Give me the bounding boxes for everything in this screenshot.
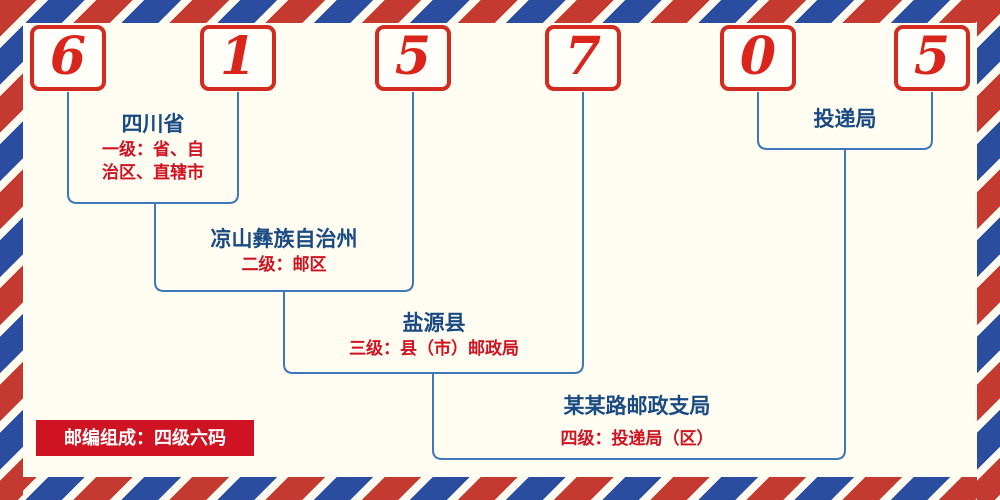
digit-4: 7: [564, 26, 602, 87]
level2-place-name: 凉山彝族自治州: [210, 228, 358, 251]
bracket-delivery-office: [757, 92, 933, 150]
bracket-level1: [67, 92, 239, 204]
level1-desc-line2: 治区、直辖市: [102, 163, 204, 182]
delivery-office-name: 投递局: [813, 108, 877, 131]
airmail-border-right: [977, 0, 1000, 500]
level3-desc: 三级：县（市）邮政局: [349, 339, 519, 358]
digit-1: 6: [49, 26, 87, 87]
level3-label: 盐源县 三级：县（市）邮政局: [349, 310, 519, 360]
digit-box-6: 5: [894, 25, 970, 91]
airmail-border-top: [0, 0, 1000, 23]
bracket-level4: [432, 149, 846, 460]
digit-box-3: 5: [375, 25, 451, 91]
digit-6: 5: [913, 26, 951, 87]
digit-3: 5: [394, 26, 432, 87]
composition-badge: 邮编组成：四级六码: [36, 420, 254, 456]
level4-desc: 四级：投递局（区）: [560, 429, 714, 448]
digit-5: 0: [739, 26, 777, 87]
digit-2: 1: [219, 26, 257, 87]
level1-desc-line1: 一级：省、自: [102, 140, 204, 159]
airmail-border-left: [0, 0, 23, 500]
digit-box-1: 6: [30, 25, 106, 91]
level2-label: 凉山彝族自治州 二级：邮区: [211, 226, 358, 276]
level4-label: 某某路邮政支局 四级：投递局（区）: [561, 393, 714, 450]
level1-place-name: 四川省: [121, 113, 185, 136]
level2-desc: 二级：邮区: [241, 255, 327, 274]
delivery-office-label: 投递局: [814, 106, 877, 133]
level3-place-name: 盐源县: [402, 312, 466, 335]
level4-place-name: 某某路邮政支局: [563, 395, 711, 418]
digit-box-2: 1: [200, 25, 276, 91]
airmail-border-bottom: [0, 477, 1000, 500]
level1-label: 四川省 一级：省、自 治区、直辖市: [102, 111, 204, 184]
digit-box-4: 7: [545, 25, 621, 91]
digit-box-5: 0: [720, 25, 796, 91]
